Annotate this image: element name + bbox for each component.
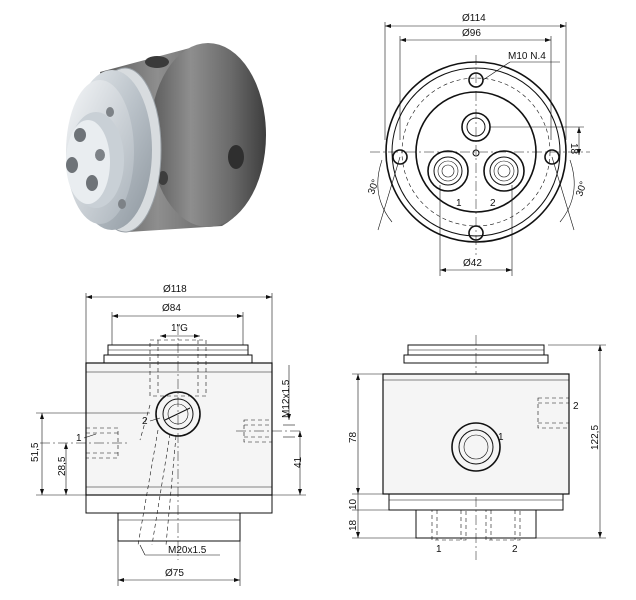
dim-d75: Ø75 xyxy=(165,568,184,579)
front-view: Ø118 Ø84 1"G xyxy=(30,284,306,586)
dim-18-top: 18 xyxy=(568,143,579,155)
dim-d114: Ø114 xyxy=(462,13,486,24)
bolt-hole-right xyxy=(544,149,560,165)
dim-d42: Ø42 xyxy=(463,258,482,269)
port-2-label: 2 xyxy=(490,198,496,209)
side-label-2-side: 2 xyxy=(573,401,579,412)
dim-10: 10 xyxy=(348,498,359,510)
side-view: 1 2 1 2 78 10 18 xyxy=(348,335,606,560)
front-label-2: 2 xyxy=(142,416,148,427)
dim-18-side: 18 xyxy=(348,519,359,531)
bolt-hole-left xyxy=(392,149,408,165)
top-view: Ø114 Ø96 M10 N.4 xyxy=(366,13,590,276)
dim-m12: M12x1.5 xyxy=(281,379,292,418)
dim-d84: Ø84 xyxy=(162,303,181,314)
dim-30-right: 30° xyxy=(574,180,590,198)
port-1-label: 1 xyxy=(456,198,462,209)
dim-thread-g: 1"G xyxy=(171,323,188,334)
dim-m10: M10 N.4 xyxy=(508,51,546,62)
dim-51-5: 51,5 xyxy=(30,442,41,462)
bolt-hole-bottom xyxy=(468,225,484,241)
side-label-1: 1 xyxy=(436,544,442,555)
dim-78: 78 xyxy=(348,431,359,443)
dim-d118: Ø118 xyxy=(163,284,187,295)
dim-d96: Ø96 xyxy=(462,28,481,39)
side-label-2: 2 xyxy=(512,544,518,555)
side-label-1-center: 1 xyxy=(498,432,504,443)
dim-41: 41 xyxy=(293,456,304,468)
product-3d-render xyxy=(66,43,266,233)
dim-122-5: 122,5 xyxy=(590,425,601,450)
bolt-hole-top xyxy=(468,72,484,88)
port-1-top-view xyxy=(427,150,469,192)
port-2-top-view xyxy=(483,150,525,192)
dim-28-5: 28,5 xyxy=(57,456,68,476)
dim-m20: M20x1.5 xyxy=(168,545,207,556)
front-label-1: 1 xyxy=(76,433,82,444)
dim-30-left: 30° xyxy=(366,178,382,196)
